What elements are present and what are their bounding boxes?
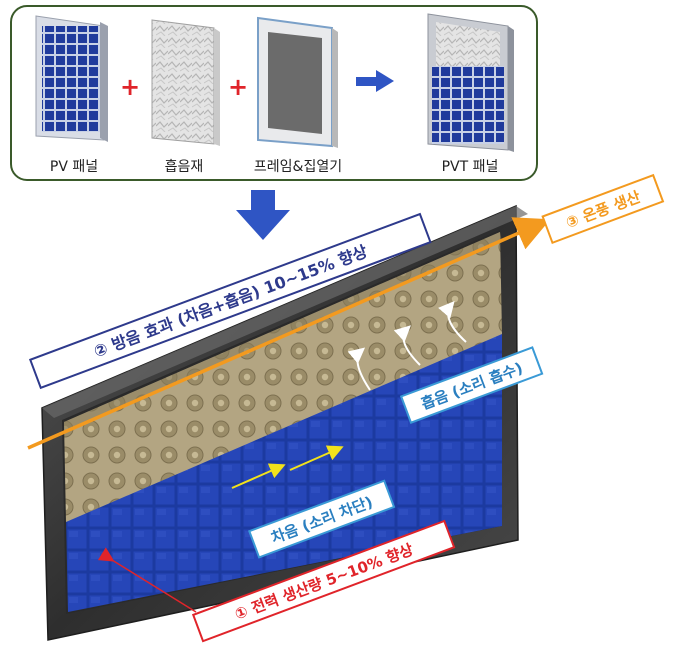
combine-arrow-icon	[356, 70, 394, 92]
frame-collector-label: 프레임&집열기	[254, 159, 342, 175]
pvt-panel-label: PVT 패널	[442, 159, 499, 175]
plus-sign-2: +	[228, 73, 248, 101]
absorption-arrows	[347, 300, 467, 391]
heat-production-callout: ③ 온풍 생산	[541, 173, 665, 245]
sound-absorber-label: 흡음재	[165, 159, 204, 175]
blocking-arrows	[231, 445, 344, 489]
power-leader-line	[97, 547, 197, 613]
pv-panel-image	[35, 15, 108, 142]
plus-sign-1: +	[120, 73, 140, 101]
warm-air-flow-line	[27, 217, 551, 450]
down-arrow-icon	[236, 190, 290, 240]
frame-collector-image	[257, 16, 338, 148]
pvt-panel-exploded	[41, 204, 528, 641]
pvt-panel-image	[427, 13, 514, 152]
pv-panel-label: PV 패널	[50, 159, 98, 175]
sound-absorber-image	[151, 19, 220, 146]
